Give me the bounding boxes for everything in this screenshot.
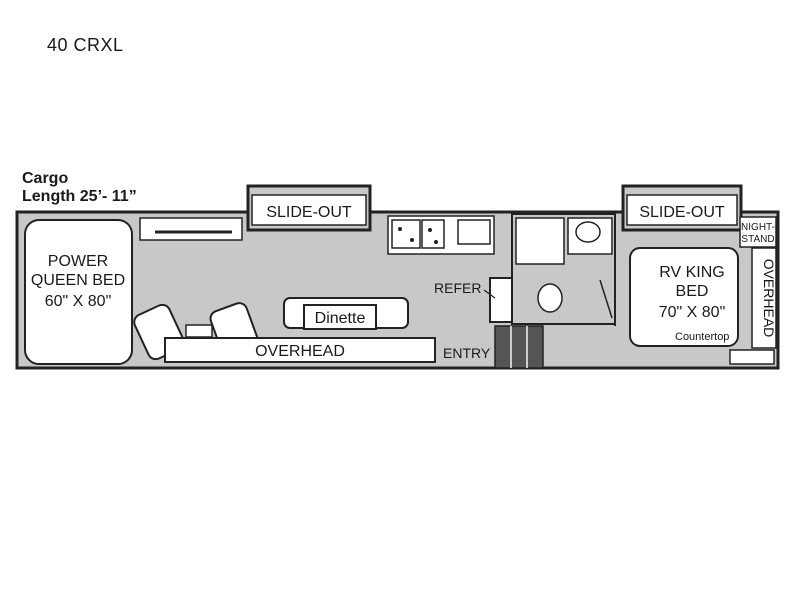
model-title: 40 CRXL — [47, 35, 124, 55]
nightstand-label-2: STAND — [741, 234, 774, 245]
slideout-left-panel — [251, 194, 367, 226]
entry-steps — [494, 325, 544, 369]
slideout-left-label: SLIDE-OUT — [266, 204, 352, 221]
cargo-label-line2: Length 25’- 11” — [22, 188, 137, 205]
king-bed — [629, 247, 739, 347]
sink — [457, 219, 491, 245]
queen-bed-label-2: QUEEN BED — [31, 272, 125, 289]
queen-bed-label-3: 60" X 80" — [45, 293, 112, 310]
side-table — [185, 324, 213, 338]
nightstand-label-1: NIGHT- — [741, 222, 775, 233]
king-bed-label-1: RV KING — [659, 264, 725, 281]
king-bed-label-3: 70" X 80" — [659, 304, 726, 321]
toilet — [537, 283, 563, 313]
shower — [515, 217, 565, 265]
entry-label: ENTRY — [443, 345, 491, 361]
queen-bed — [24, 219, 133, 365]
cargo-length-label: Cargo Length 25’- 11” — [22, 170, 137, 206]
refer-label: REFER — [434, 280, 481, 296]
stove — [391, 219, 421, 249]
overhead-rear-label: OVERHEAD — [761, 259, 777, 338]
queen-bed-label-1: POWER — [48, 253, 108, 270]
countertop-label: Countertop — [675, 331, 729, 343]
cargo-wall-strip — [139, 217, 243, 241]
dinette-label: Dinette — [315, 310, 366, 327]
countertop — [729, 349, 775, 365]
overhead-front-label: OVERHEAD — [255, 343, 345, 360]
overhead-rear-box — [751, 247, 777, 349]
cargo-label-line1: Cargo — [22, 170, 69, 187]
nightstand — [739, 216, 777, 248]
king-bed-label-2: BED — [676, 283, 709, 300]
slideout-right-panel — [626, 194, 738, 226]
dinette-table — [303, 304, 377, 330]
overhead-front-box — [164, 337, 436, 363]
slideout-right-label: SLIDE-OUT — [639, 204, 725, 221]
